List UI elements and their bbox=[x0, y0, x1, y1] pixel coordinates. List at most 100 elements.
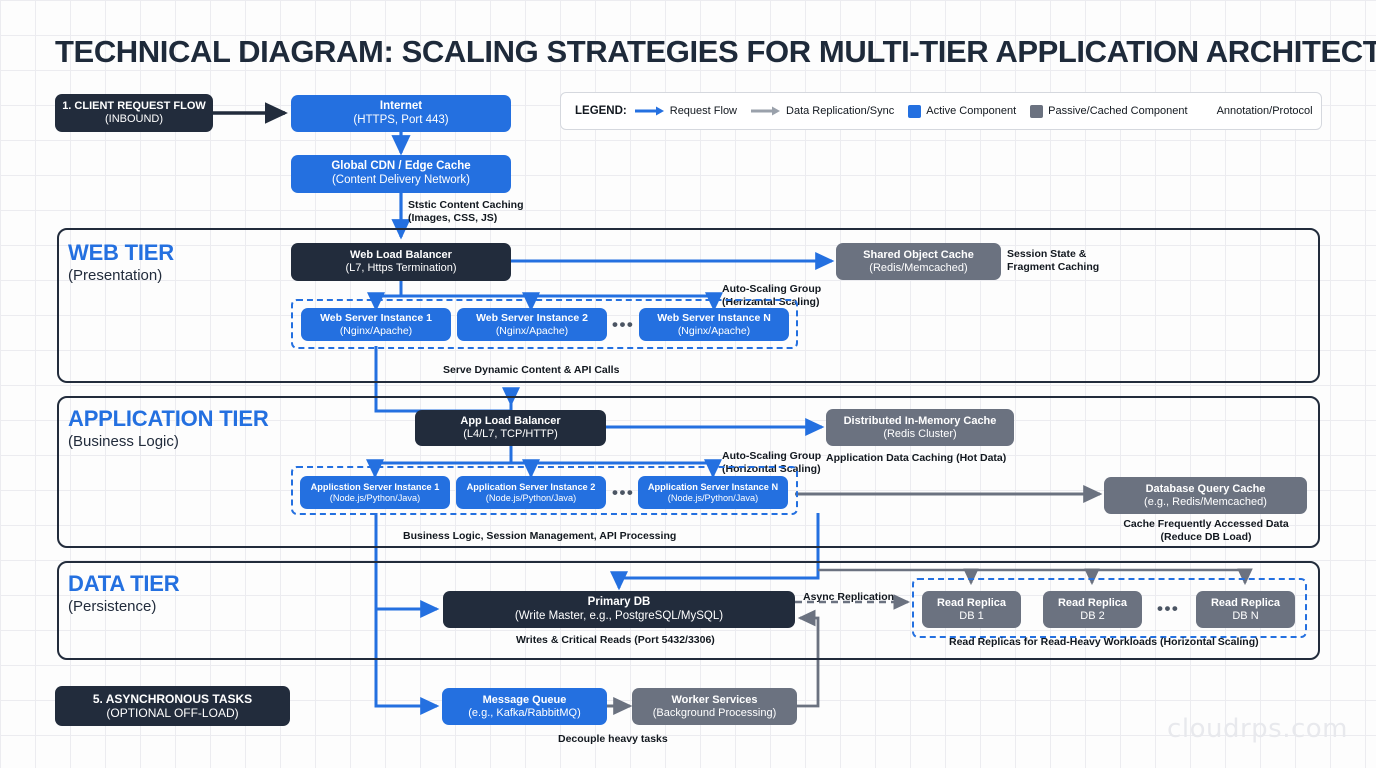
annotation-line-1: Session State & bbox=[1007, 248, 1087, 260]
node-title: App Load Balancer bbox=[460, 415, 561, 428]
annotation-query-cache: Cache Frequently Accessed Data (Reduce D… bbox=[1120, 518, 1292, 543]
node-subtitle: (Background Processing) bbox=[652, 706, 777, 719]
node-title: Distributed In-Memory Cache bbox=[843, 414, 997, 427]
annotation-line-1: Auto-Scaling Group bbox=[722, 283, 822, 295]
node-title: Primary DB bbox=[587, 595, 651, 608]
node-subtitle: (Node.js/Python/Java) bbox=[485, 492, 577, 503]
arrow-blue-icon bbox=[634, 106, 664, 116]
node-subtitle: (Nginx/Apache) bbox=[677, 324, 751, 337]
node-web-load-balancer[interactable]: Web Load Balancer (L7, Https Termination… bbox=[291, 243, 511, 281]
node-title: Web Load Balancer bbox=[350, 249, 452, 262]
swatch-grey-icon bbox=[1030, 104, 1044, 118]
node-subtitle: DB 1 bbox=[959, 609, 984, 622]
node-read-replica-db-2[interactable]: Read Replica DB 2 bbox=[1043, 591, 1142, 628]
node-title: Global CDN / Edge Cache bbox=[331, 160, 471, 173]
annotation-static-content-caching: Ststic Content Caching (Images, CSS, JS) bbox=[408, 199, 524, 224]
tier-application bbox=[57, 396, 1320, 548]
legend-text: Active Component bbox=[926, 105, 1017, 117]
annotation-application-data-caching: Application Data Caching (Hot Data) bbox=[826, 452, 1007, 464]
node-web-server-instance-1[interactable]: Web Server Instance 1 (Nginx/Apache) bbox=[301, 308, 451, 341]
node-subtitle: (Node.js/Python/Java) bbox=[329, 492, 421, 503]
legend-item-passive-component: Passive/Cached Component bbox=[1030, 104, 1188, 118]
node-subtitle: (Nginx/Apache) bbox=[495, 324, 569, 337]
arrow-grey-icon bbox=[751, 106, 781, 116]
node-title: Read Replica bbox=[1057, 596, 1128, 609]
node-app-server-instance-n[interactable]: Application Server Instance N (Node.js/P… bbox=[638, 476, 788, 509]
node-title: Shared Object Cache bbox=[863, 248, 974, 261]
stage-subtitle: (OPTIONAL OFF-LOAD) bbox=[106, 706, 239, 720]
annotation-decouple-heavy-tasks: Decouple heavy tasks bbox=[558, 733, 668, 745]
node-app-server-instance-1[interactable]: Applicstion Server Instance 1 (Node.js/P… bbox=[300, 476, 450, 509]
node-message-queue[interactable]: Message Queue (e.g., Kafka/RabbitMQ) bbox=[442, 688, 607, 725]
web-instances-ellipsis: ••• bbox=[612, 315, 635, 334]
node-title: Read Replica bbox=[1210, 596, 1281, 609]
annotation-line-2: Fragment Caching bbox=[1007, 260, 1100, 273]
annotation-async-replication: Async Replication bbox=[803, 591, 895, 603]
node-title: Applicstion Server Instance 1 bbox=[310, 481, 440, 492]
read-replica-group bbox=[912, 578, 1307, 638]
legend-text: Request Flow bbox=[669, 105, 738, 117]
node-distributed-in-memory-cache[interactable]: Distributed In-Memory Cache (Redis Clust… bbox=[826, 409, 1014, 446]
annotation-line-2: (Images, CSS, JS) bbox=[408, 211, 498, 224]
node-subtitle: (Content Delivery Network) bbox=[331, 174, 471, 186]
tier-application-label: APPLICATION TIER (Business Logic) bbox=[68, 406, 269, 450]
node-primary-db[interactable]: Primary DB (Write Master, e.g., PostgreS… bbox=[443, 591, 795, 628]
node-shared-object-cache[interactable]: Shared Object Cache (Redis/Memcached) bbox=[836, 243, 1001, 280]
node-internet[interactable]: Internet (HTTPS, Port 443) bbox=[291, 95, 511, 132]
node-global-cdn[interactable]: Global CDN / Edge Cache (Content Deliver… bbox=[291, 155, 511, 193]
node-title: Worker Services bbox=[671, 693, 758, 706]
node-subtitle: (e.g., Redis/Memcached) bbox=[1144, 495, 1267, 508]
node-subtitle: (Redis/Memcached) bbox=[869, 261, 968, 274]
annotation-line-1: Auto-Scaling Group bbox=[722, 450, 822, 462]
stage-title: 5. ASYNCHRONOUS TASKS bbox=[92, 691, 253, 706]
node-subtitle: DB N bbox=[1232, 609, 1259, 622]
node-app-server-instance-2[interactable]: Application Server Instance 2 (Node.js/P… bbox=[456, 476, 606, 509]
stage-client-request-flow[interactable]: 1. CLIENT REQUEST FLOW (INBOUND) bbox=[55, 94, 213, 132]
node-title: Web Server Instance 2 bbox=[476, 312, 588, 325]
node-title: Application Server Instance 2 bbox=[466, 481, 596, 492]
node-read-replica-db-n[interactable]: Read Replica DB N bbox=[1196, 591, 1295, 628]
tier-title-text: APPLICATION TIER bbox=[68, 406, 269, 431]
node-read-replica-db-1[interactable]: Read Replica DB 1 bbox=[922, 591, 1021, 628]
app-instances-ellipsis: ••• bbox=[612, 483, 635, 502]
annotation-line-1: Cache Frequently Accessed Data bbox=[1123, 518, 1289, 530]
tier-data-label: DATA TIER (Persistence) bbox=[68, 571, 180, 615]
annotation-session-state: Session State & Fragment Caching bbox=[1007, 248, 1099, 273]
annotation-line-2: (Reduce DB Load) bbox=[1160, 530, 1252, 543]
watermark: cloudrps.com bbox=[1167, 714, 1348, 744]
tier-title-text: DATA TIER bbox=[68, 571, 180, 596]
node-title: Read Replica bbox=[936, 596, 1007, 609]
autoscaling-group-web bbox=[291, 299, 798, 349]
node-subtitle: DB 2 bbox=[1080, 609, 1105, 622]
node-app-load-balancer[interactable]: App Load Balancer (L4/L7, TCP/HTTP) bbox=[415, 410, 606, 446]
legend-label: LEGEND: bbox=[575, 105, 627, 117]
legend-text: Annotation/Protocol bbox=[1216, 105, 1313, 117]
node-database-query-cache[interactable]: Database Query Cache (e.g., Redis/Memcac… bbox=[1104, 477, 1307, 514]
stage-title: 1. CLIENT REQUEST FLOW bbox=[62, 100, 206, 113]
legend: LEGEND: Request Flow Data Replication/Sy… bbox=[560, 92, 1322, 130]
node-worker-services[interactable]: Worker Services (Background Processing) bbox=[632, 688, 797, 725]
legend-item-request-flow: Request Flow bbox=[634, 105, 738, 117]
legend-item-data-replication: Data Replication/Sync bbox=[751, 105, 894, 117]
page-title: TECHNICAL DIAGRAM: SCALING STRATEGIES FO… bbox=[55, 34, 1376, 69]
tier-subtitle-text: (Business Logic) bbox=[68, 433, 179, 450]
annotation-serve-dynamic-content: Serve Dynamic Content & API Calls bbox=[443, 364, 620, 376]
node-subtitle: (e.g., Kafka/RabbitMQ) bbox=[468, 706, 581, 719]
tier-web-label: WEB TIER (Presentation) bbox=[68, 240, 174, 284]
tier-subtitle-text: (Persistence) bbox=[68, 598, 157, 615]
node-subtitle: (HTTPS, Port 443) bbox=[353, 113, 449, 126]
node-web-server-instance-n[interactable]: Web Server Instance N (Nginx/Apache) bbox=[639, 308, 789, 341]
annotation-business-logic: Business Logic, Session Management, API … bbox=[403, 530, 677, 542]
node-subtitle: (L4/L7, TCP/HTTP) bbox=[463, 428, 558, 440]
legend-text: Data Replication/Sync bbox=[786, 105, 895, 117]
node-subtitle: (Write Master, e.g., PostgreSQL/MySQL) bbox=[514, 609, 724, 622]
legend-text: Passive/Cached Component bbox=[1048, 105, 1188, 117]
autoscaling-group-app bbox=[291, 466, 798, 515]
node-title: Application Server Instance N bbox=[647, 481, 779, 492]
stage-asynchronous-tasks[interactable]: 5. ASYNCHRONOUS TASKS (OPTIONAL OFF-LOAD… bbox=[55, 686, 290, 726]
node-web-server-instance-2[interactable]: Web Server Instance 2 (Nginx/Apache) bbox=[457, 308, 607, 341]
legend-item-annotation: Annotation/Protocol bbox=[1212, 105, 1313, 117]
node-title: Message Queue bbox=[482, 693, 567, 706]
tier-web bbox=[57, 228, 1320, 383]
